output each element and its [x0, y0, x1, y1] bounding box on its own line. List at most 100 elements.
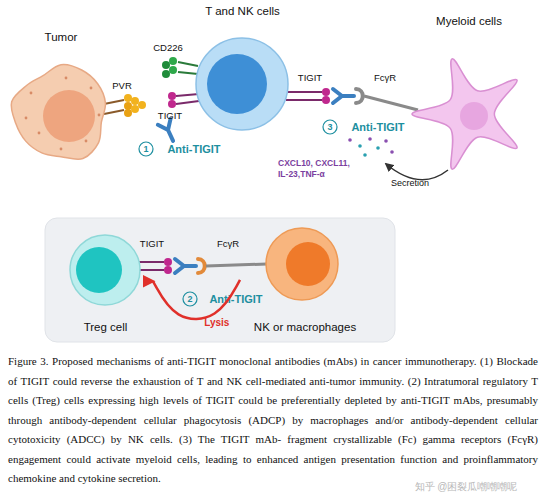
cell-granule [25, 117, 28, 120]
art-part [364, 96, 418, 110]
art-part [333, 89, 354, 103]
fc-receptor-symbol [356, 89, 418, 110]
callout-circle [323, 120, 337, 134]
text-label: PVR [102, 80, 142, 91]
cell-membrane [70, 235, 140, 305]
cell-membrane [412, 59, 517, 169]
antibody-label: Anti-TIGIT [158, 143, 230, 156]
art-part [384, 139, 388, 143]
antibody-symbol [158, 119, 180, 144]
t-nk-cell: T and NK cells [185, 2, 300, 134]
art-part [162, 70, 170, 78]
art-part [169, 66, 177, 74]
callout-circle [183, 292, 197, 306]
text-label: CD226 [143, 42, 193, 53]
art-part [376, 146, 380, 150]
art-part [124, 102, 132, 110]
cytokine-dots [348, 137, 394, 157]
antibody-symbol [333, 89, 354, 103]
art-part [176, 101, 199, 104]
art-part [206, 264, 267, 266]
art-part [348, 138, 352, 142]
cell-granule [85, 140, 88, 143]
art-part [198, 259, 205, 273]
cytokine-label: CXCL10, CXCL11, IL-23,TNF-α [278, 158, 362, 180]
art-part [124, 94, 132, 102]
art-part [138, 101, 146, 109]
cell-membrane [196, 38, 288, 130]
art-part [164, 266, 172, 274]
art-part [178, 62, 198, 66]
secretion-arrow [386, 164, 448, 180]
tumor-cell: Tumor [5, 28, 117, 173]
callout-circle [139, 142, 153, 156]
treg-cell: Treg cell [58, 228, 153, 336]
art-part [168, 92, 176, 100]
art-part [358, 144, 362, 148]
cell-granule [98, 114, 101, 117]
cell-label: T and NK cells [185, 4, 300, 18]
pvr-ligand [104, 94, 146, 117]
edge-label: Lysis [204, 317, 229, 328]
art-part [131, 105, 139, 113]
lysis-arrow [153, 280, 240, 319]
cell-granule [38, 132, 41, 135]
text-label: TIGIT [148, 110, 192, 121]
cell-outline [58, 228, 153, 336]
cell-membrane [266, 228, 338, 300]
art-part [390, 150, 394, 154]
fc-receptor-symbol [198, 259, 267, 273]
art-part [286, 99, 322, 101]
art-part [169, 57, 177, 65]
callout-number: 1 [139, 144, 153, 155]
art-part [368, 137, 372, 141]
art-part [139, 269, 164, 271]
art-part [356, 89, 363, 103]
art-part [162, 61, 170, 69]
panel-background [45, 218, 395, 342]
text-label: FcγR [208, 238, 248, 249]
antibody-label: Anti-TIGIT [342, 121, 414, 134]
cell-nucleus [286, 242, 330, 286]
art-part [131, 97, 139, 105]
art-part [176, 94, 199, 96]
cell-label: Myeloid cells [395, 14, 543, 28]
text-label: TIGIT [288, 72, 332, 83]
cell-label: Treg cell [58, 320, 153, 334]
cd226-receptor [162, 57, 198, 78]
art-part [322, 96, 330, 104]
antibody-symbol [175, 259, 196, 273]
cell-outline [5, 28, 117, 173]
art-part [104, 100, 124, 104]
art-part [322, 88, 330, 96]
art-part [104, 110, 124, 114]
cell-membrane [11, 65, 105, 160]
cell-granule [60, 148, 63, 151]
art-part [164, 258, 172, 266]
tigit-receptor [139, 258, 172, 274]
art-part [363, 153, 367, 157]
art-part [158, 119, 180, 144]
cell-granule [30, 92, 33, 95]
art-part [175, 259, 196, 273]
myeloid-cell: Myeloid cells [395, 12, 543, 184]
nk-macrophage-cell: NK or macrophages [240, 222, 370, 336]
cell-outline [185, 2, 300, 134]
art-part [168, 100, 176, 108]
cell-label: Tumor [5, 30, 117, 44]
cell-nucleus [43, 90, 95, 142]
callout-number: 3 [323, 122, 337, 133]
cell-granule [65, 77, 68, 80]
callout-number: 2 [183, 294, 197, 305]
text-label: TIGIT [130, 238, 174, 249]
cell-outline [395, 12, 543, 184]
antibody-label: Anti-TIGIT [200, 293, 272, 306]
watermark: 知乎 @困裂瓜嘲嘲嘲呢 [391, 481, 541, 492]
cell-label: NK or macrophages [240, 320, 370, 334]
art-part [178, 72, 198, 74]
art-part [286, 91, 322, 93]
art-part [124, 109, 132, 117]
cell-nucleus [76, 247, 122, 293]
art-part [139, 261, 164, 263]
